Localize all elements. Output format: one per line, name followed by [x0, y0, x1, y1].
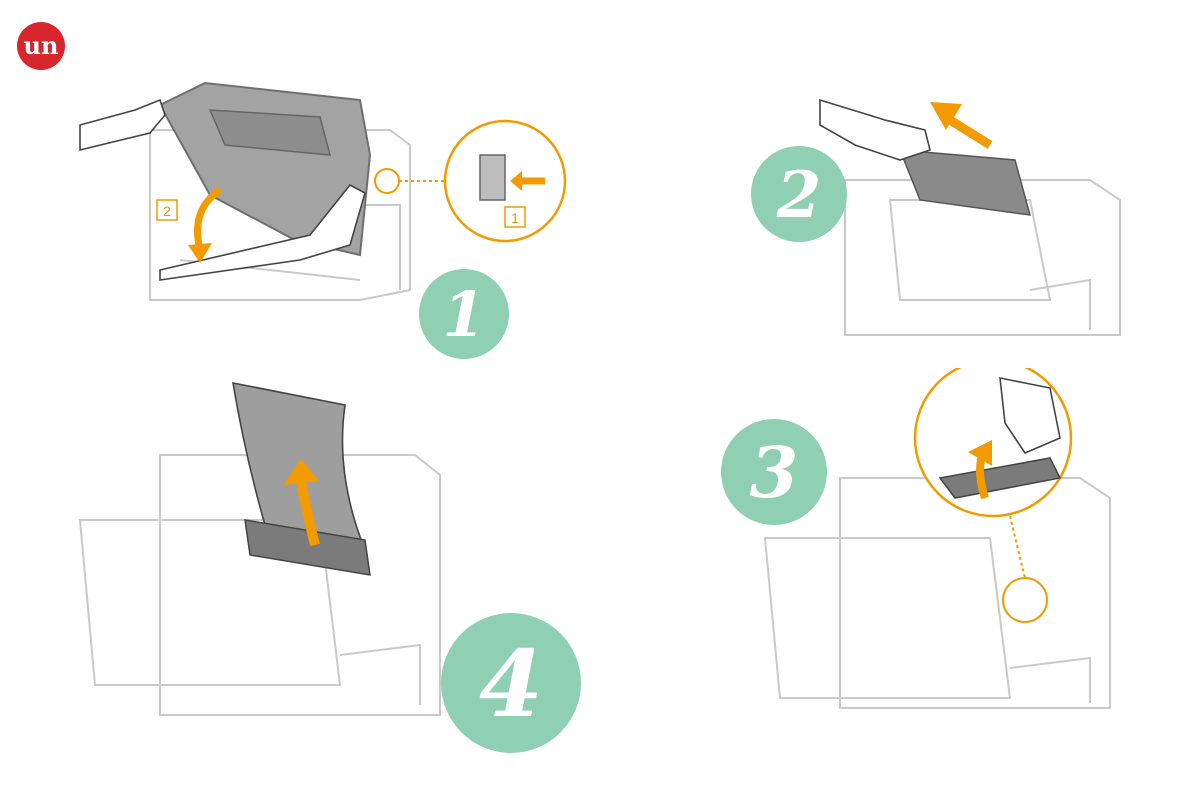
hands [79, 98, 366, 281]
step-1-illustration: 2 1 [79, 81, 567, 301]
press-arrow-head [510, 171, 522, 191]
callout-2-label: 2 [163, 203, 171, 219]
brand-logo: un [17, 22, 65, 70]
step-1-badge: 1 [419, 269, 509, 359]
step-2-number: 2 [776, 158, 822, 233]
step-4-badge: 4 [441, 613, 581, 753]
open-arrow-head [188, 243, 212, 263]
step-2-illustration [819, 98, 1121, 336]
hand [999, 377, 1061, 454]
step-3-illustration [763, 368, 1111, 709]
open-direction-arrow [194, 187, 223, 251]
toner-cartridge [898, 149, 1032, 216]
remove-arrow [947, 116, 993, 149]
step-3-badge: 3 [721, 419, 827, 525]
brand-logo-text: un [24, 31, 59, 60]
callout-1-label: 1 [511, 210, 519, 226]
step-2-badge: 2 [751, 146, 847, 242]
step-1-number: 1 [442, 278, 485, 351]
brand-logo-circle [17, 22, 65, 70]
callout-2-box [156, 199, 178, 221]
printer-body [78, 454, 441, 716]
guide-location-highlight [1002, 577, 1048, 623]
step-4-number: 4 [479, 630, 543, 738]
paper-guide [938, 457, 1062, 499]
pull-arrow-head [283, 459, 319, 485]
hand [819, 98, 931, 161]
lift-arrow-head [968, 440, 992, 466]
step-3-number: 3 [750, 431, 799, 514]
guide-callout-line [1009, 515, 1026, 579]
step-4-illustration [78, 381, 441, 716]
cover-handle-recess [208, 109, 331, 156]
callout-1-box [504, 206, 526, 228]
paper-guide [244, 519, 371, 576]
latch-highlight [374, 168, 400, 194]
latch-button [479, 154, 506, 201]
remove-arrow-head [930, 102, 962, 130]
